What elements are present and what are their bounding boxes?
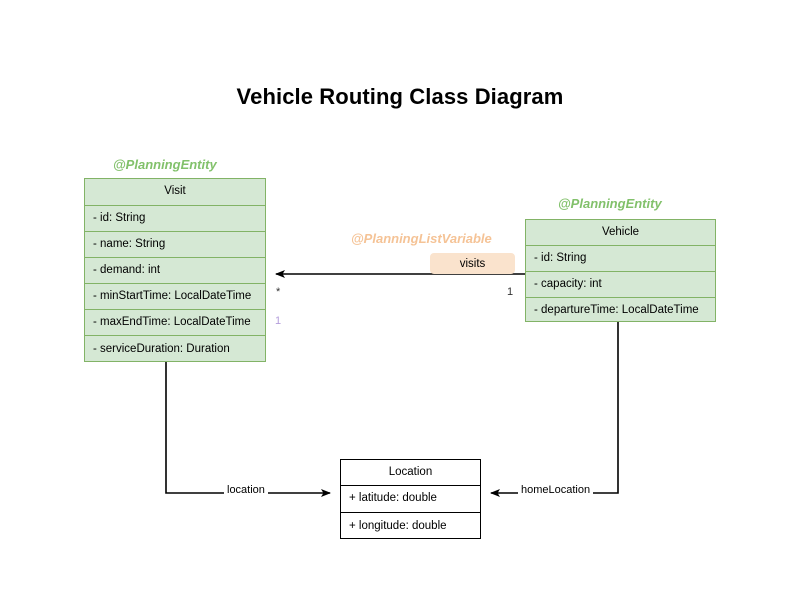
class-attribute: - demand: int xyxy=(85,258,265,284)
class-attribute: - id: String xyxy=(85,206,265,232)
class-name-vehicle: Vehicle xyxy=(526,220,715,246)
edge-vehicle-homelocation xyxy=(490,322,619,497)
class-attribute: - id: String xyxy=(526,246,715,272)
edge-label-home-location: homeLocation xyxy=(518,484,594,496)
stereotype-vehicle: @PlanningEntity xyxy=(558,196,662,211)
class-name-visit: Visit xyxy=(85,179,265,206)
class-attribute: - serviceDuration: Duration xyxy=(93,342,230,355)
multiplicity-visit-many: * xyxy=(276,286,281,298)
class-attribute: + longitude: double xyxy=(349,519,447,532)
edge-label-location: location xyxy=(224,484,268,496)
multiplicity-vehicle-one: 1 xyxy=(507,286,514,298)
edge-visit-location xyxy=(165,362,331,497)
stereotype-planning-list-variable: @PlanningListVariable xyxy=(351,231,492,246)
class-attribute: - maxEndTime: LocalDateTime xyxy=(85,310,265,336)
class-attribute: - departureTime: LocalDateTime xyxy=(534,303,699,316)
class-attribute: - name: String xyxy=(85,232,265,258)
class-box-location[interactable]: Location + latitude: double + longitude:… xyxy=(340,459,481,539)
class-name-location: Location xyxy=(341,460,480,486)
page-title: Vehicle Routing Class Diagram xyxy=(236,84,564,109)
class-attribute: + latitude: double xyxy=(341,486,480,513)
role-badge-visits[interactable]: visits xyxy=(430,253,515,274)
stereotype-visit: @PlanningEntity xyxy=(113,157,217,172)
class-box-vehicle[interactable]: Vehicle - id: String - capacity: int - d… xyxy=(525,219,716,322)
class-attribute: - capacity: int xyxy=(526,272,715,298)
multiplicity-visit-one: 1 xyxy=(275,315,282,327)
class-box-visit[interactable]: Visit - id: String - name: String - dema… xyxy=(84,178,266,362)
class-attribute: - minStartTime: LocalDateTime xyxy=(85,284,265,310)
